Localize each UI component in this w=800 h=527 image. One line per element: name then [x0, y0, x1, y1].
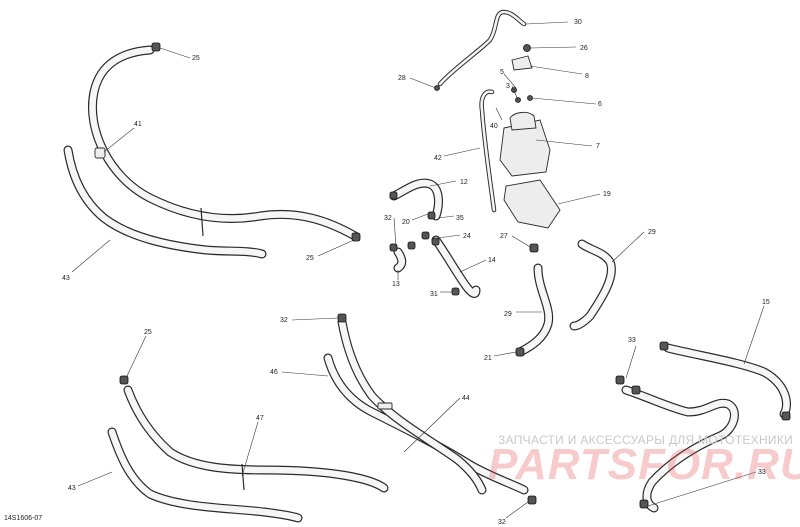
callout-25-lower: 25 — [144, 329, 152, 336]
callout-43-lower: 43 — [68, 485, 76, 492]
callout-32-lower: 32 — [498, 519, 506, 526]
hoses-lower-left — [107, 375, 389, 523]
callout-3: 3 — [506, 83, 510, 90]
callout-8: 8 — [585, 73, 589, 80]
callout-28: 28 — [398, 75, 406, 82]
clamp-icon — [351, 232, 361, 242]
callout-43-upper: 43 — [62, 275, 70, 282]
callout-15: 15 — [762, 299, 770, 306]
callout-24: 24 — [463, 233, 471, 240]
callout-26: 26 — [580, 45, 588, 52]
hose-lower-right — [615, 341, 791, 513]
callout-13: 13 — [392, 281, 400, 288]
watermark-logo: PARTSFOR.RU — [488, 440, 800, 489]
clamp-icon — [151, 42, 161, 52]
callout-14: 14 — [488, 257, 496, 264]
callout-5: 5 — [500, 69, 504, 76]
hoses-lower-center — [323, 313, 537, 505]
callout-47: 47 — [256, 415, 264, 422]
callout-30: 30 — [574, 19, 582, 26]
callout-19: 19 — [603, 191, 611, 198]
callout-40: 40 — [490, 123, 498, 130]
callout-25-upper: 25 — [192, 55, 200, 62]
callout-27: 27 — [500, 233, 508, 240]
callout-41: 41 — [134, 121, 142, 128]
callout-7: 7 — [596, 143, 600, 150]
watermark-caption: ЗАПЧАСТИ И АКСЕССУАРЫ ДЛЯ МОТОТЕХНИКИ — [498, 433, 794, 447]
callout-29: 29 — [648, 229, 656, 236]
hoses-29 — [515, 239, 616, 357]
coolant-reservoir — [434, 9, 561, 229]
callout-32: 32 — [384, 215, 392, 222]
cap-icon — [523, 44, 531, 52]
callout-12: 12 — [460, 179, 468, 186]
callout-25-mid: 25 — [306, 255, 314, 262]
callout-6: 6 — [598, 101, 602, 108]
callout-21: 21 — [484, 355, 492, 362]
callout-20: 20 — [402, 219, 410, 226]
callout-44: 44 — [462, 395, 470, 402]
callout-46: 46 — [270, 369, 278, 376]
callout-labels: 30 26 8 28 5 6 3 40 7 42 12 19 32 20 35 … — [62, 19, 770, 526]
fitting-icon — [434, 85, 440, 91]
callout-29-lower: 29 — [504, 311, 512, 318]
hose-upper-left — [63, 42, 361, 259]
callout-31: 31 — [430, 291, 438, 298]
clip-icon — [94, 147, 106, 159]
small-hoses-center — [389, 178, 481, 298]
callout-42: 42 — [434, 155, 442, 162]
diagram-code: 14S1606-07 — [4, 515, 43, 522]
leader-lines — [71, 21, 765, 519]
callout-32-mid: 32 — [280, 317, 288, 324]
callout-33-lower: 33 — [758, 469, 766, 476]
callout-33-upper: 33 — [628, 337, 636, 344]
callout-35: 35 — [456, 215, 464, 222]
